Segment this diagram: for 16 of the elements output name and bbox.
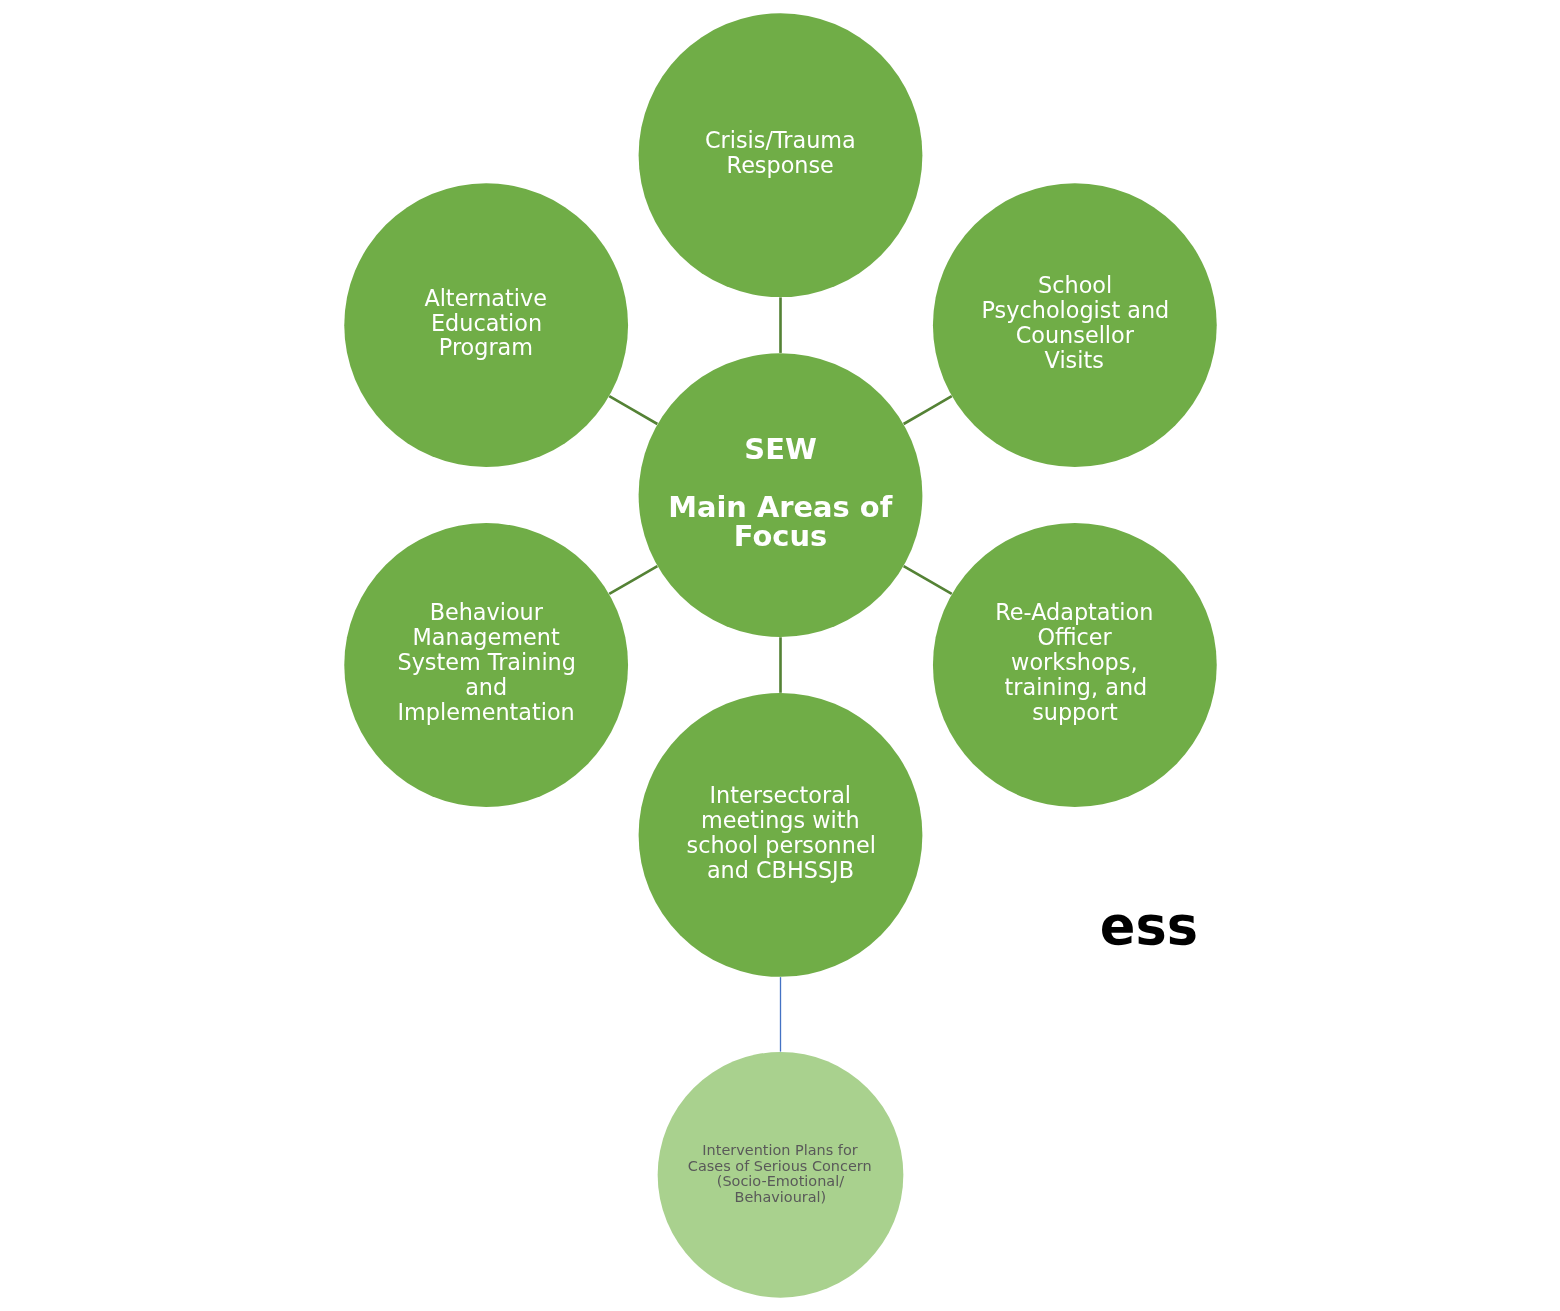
node-circle: Crisis/Trauma Response <box>638 13 922 298</box>
connector <box>778 297 782 353</box>
node-circle: Re-Adaptation Officer workshops, training, and support <box>932 523 1217 807</box>
node-circle: SEW Main Areas of Focus <box>638 353 922 637</box>
connector <box>778 637 782 693</box>
connector <box>608 565 658 596</box>
connector <box>779 976 781 1053</box>
node-circle: Behaviour Management System Training and Implementation <box>343 523 628 807</box>
node-circle: School Psychologist and Counsellor Visits <box>932 183 1217 468</box>
node-circle: Alternative Education Program <box>343 183 628 468</box>
connector <box>608 395 658 426</box>
node-circle: Intervention Plans for Cases of Serious Concern (Socio-Emotional/ Behavioural) <box>657 1052 903 1298</box>
label: ess <box>1099 895 1198 957</box>
connector <box>902 565 952 596</box>
node-circle: Intersectoral meetings with school personnel and CBHSSJB <box>638 693 922 977</box>
connector <box>902 395 952 426</box>
